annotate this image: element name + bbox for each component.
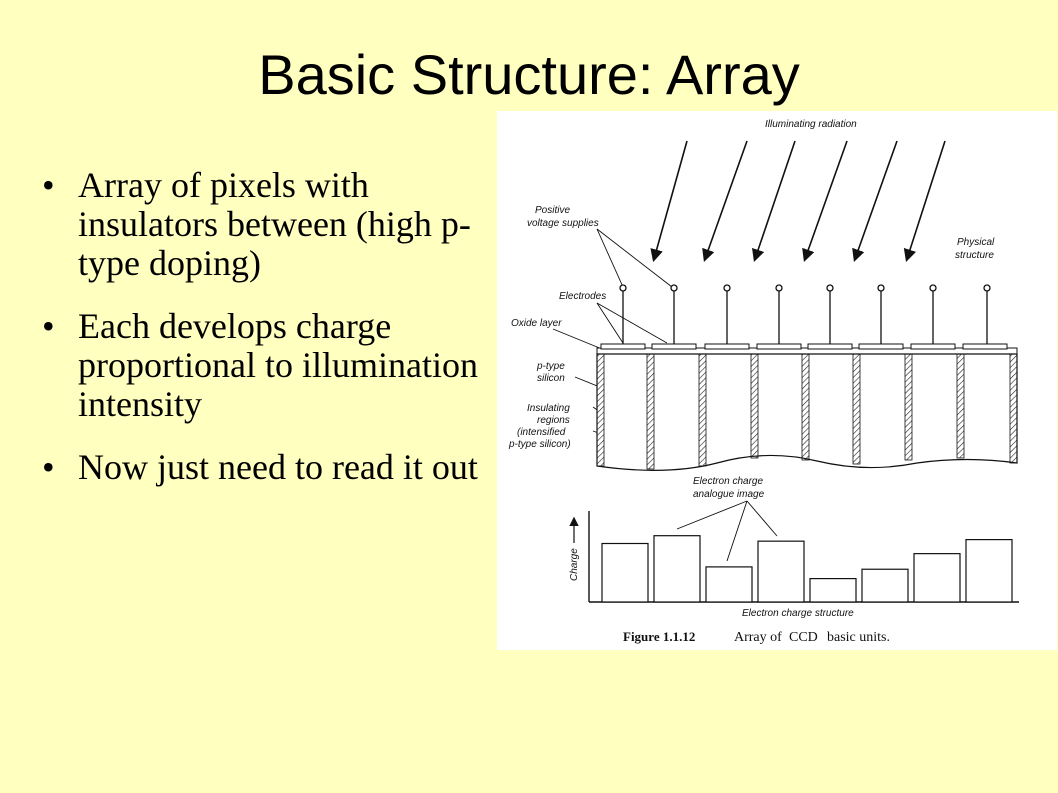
bullet-text: Each develops charge proportional to ill… [78, 306, 478, 424]
insulating-regions-label: regions [537, 415, 570, 426]
charge-bars [601, 535, 1013, 603]
insulating-regions-label: p-type silicon) [508, 439, 571, 450]
radiation-arrow [752, 140, 796, 263]
radiation-arrow [903, 140, 946, 263]
radiation-arrow [650, 140, 688, 263]
charge-axis-label: Charge [569, 548, 580, 581]
bullet-text: Now just need to read it out [78, 447, 478, 487]
bullet-item: • Array of pixels with insulators betwee… [42, 166, 502, 283]
slide-title: Basic Structure: Array [258, 43, 800, 106]
bullet-item: • Now just need to read it out [42, 448, 502, 487]
charge-leader-lines [676, 500, 778, 562]
bullet-item: • Each develops charge proportional to i… [42, 307, 502, 424]
electron-charge-label: Electron charge [693, 476, 763, 487]
bullet-marker: • [42, 306, 55, 346]
bullet-marker: • [42, 165, 55, 205]
illuminating-radiation-label: Illuminating radiation [765, 119, 857, 130]
charge-bar [965, 539, 1013, 603]
physical-structure-label: Physical [957, 237, 995, 248]
bullet-marker: • [42, 447, 55, 487]
charge-bar [705, 566, 753, 603]
radiation-arrow [702, 140, 748, 263]
oxide-layer [596, 343, 1018, 355]
electron-charge-label: analogue image [693, 489, 765, 500]
electrode-posts [619, 284, 991, 348]
figure-caption-number: Figure 1.1.12 [623, 629, 695, 644]
charge-bar [809, 578, 857, 603]
figure-caption-end: basic units. [827, 630, 890, 645]
oxide-layer-label: Oxide layer [511, 318, 562, 329]
radiation-arrows [650, 140, 946, 263]
radiation-arrow [802, 140, 848, 263]
charge-bar [861, 568, 909, 603]
figure-caption-text: Array of [734, 630, 782, 645]
silicon-body [596, 353, 1018, 471]
radiation-arrow [852, 140, 898, 263]
positive-voltage-label: voltage supplies [527, 218, 599, 229]
charge-bar [913, 553, 961, 603]
ptype-silicon-label: silicon [537, 373, 565, 384]
positive-voltage-label: Positive [535, 205, 570, 216]
charge-bar [653, 535, 701, 603]
bullet-text: Array of pixels with insulators between … [78, 165, 471, 283]
insulating-regions-label: Insulating [527, 403, 570, 414]
insulating-regions-label: (intensified [517, 427, 566, 438]
ccd-diagram: Illuminating radiation Positive voltage … [508, 119, 1019, 645]
ptype-silicon-label: p-type [536, 361, 565, 372]
electrodes-label: Electrodes [559, 291, 606, 302]
figure-caption-abbr: CCD [789, 630, 818, 645]
charge-bar [601, 542, 649, 603]
electron-charge-structure-label: Electron charge structure [742, 608, 854, 619]
bullet-list: • Array of pixels with insulators betwee… [42, 166, 502, 511]
physical-structure-label: structure [955, 250, 994, 261]
charge-bar [757, 540, 805, 603]
ccd-array-figure: Illuminating radiation Positive voltage … [497, 111, 1057, 650]
